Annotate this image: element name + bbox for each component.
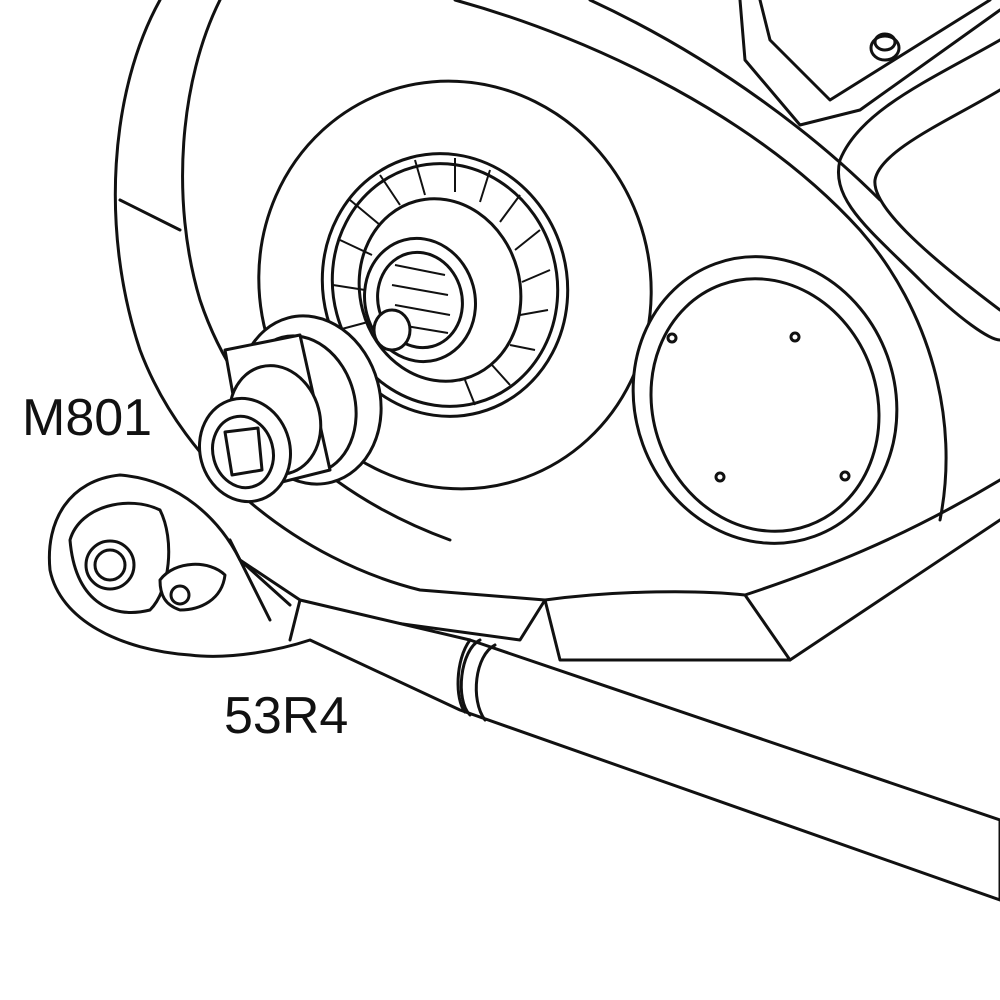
disc-teeth xyxy=(332,158,551,406)
motor-housing xyxy=(113,0,1000,662)
socket-m801 xyxy=(197,314,383,504)
socket-part-label: M801 xyxy=(22,389,153,447)
ratchet-53r4 xyxy=(47,473,1000,902)
ratchet-part-label: 53R4 xyxy=(224,687,349,745)
drive-disc xyxy=(257,79,653,491)
access-cover xyxy=(631,255,899,545)
